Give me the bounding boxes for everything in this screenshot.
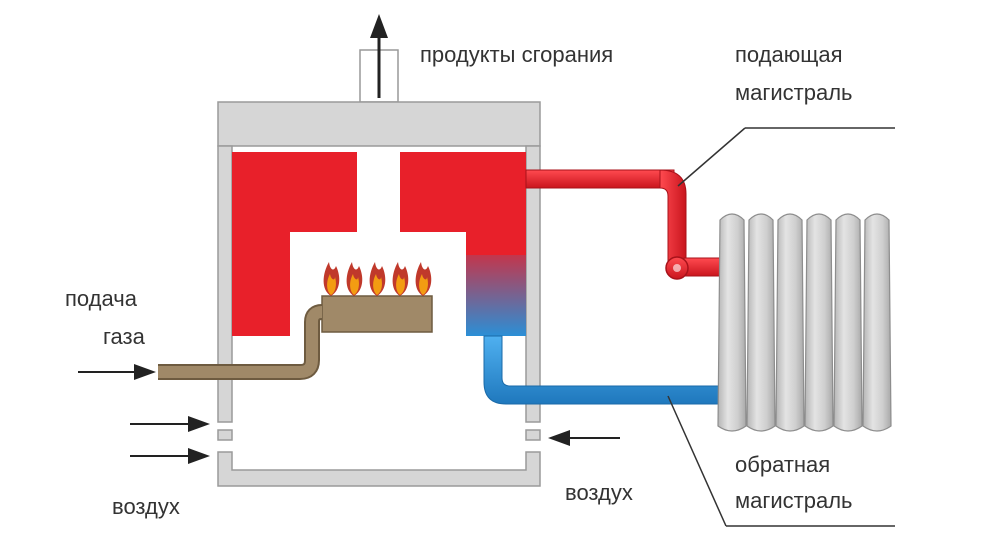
flame-icon xyxy=(392,262,409,296)
radiator-fin xyxy=(833,213,863,432)
burner xyxy=(321,295,433,333)
heat-exchanger xyxy=(232,152,526,336)
boiler-left-wall xyxy=(217,145,233,423)
gas-arrow-icon xyxy=(78,364,156,380)
leader-lines xyxy=(667,127,895,527)
radiator-fin xyxy=(746,213,776,432)
flue-outlet xyxy=(359,14,399,103)
flame-icon xyxy=(369,262,386,296)
flame-icon xyxy=(323,262,340,296)
return-pipe xyxy=(483,335,721,405)
air-arrow-left-top-icon xyxy=(130,416,210,432)
burner-assembly xyxy=(321,262,433,333)
radiator-fin xyxy=(804,213,834,432)
flame-icon xyxy=(415,262,432,296)
label-return-line-2: магистраль xyxy=(735,488,853,513)
label-supply-line-1: подающая xyxy=(735,42,843,67)
label-air-right: воздух xyxy=(565,480,633,505)
radiator-fin xyxy=(775,213,805,432)
label-combustion-products: продукты сгорания xyxy=(420,42,613,67)
air-slot-right xyxy=(525,429,541,441)
gas-pipe xyxy=(158,304,323,380)
flames xyxy=(323,262,432,296)
flame-icon xyxy=(346,262,363,296)
heat-exchanger-left xyxy=(232,152,357,336)
exhaust-arrow-icon xyxy=(370,14,388,98)
air-arrow-right-icon xyxy=(548,430,620,446)
radiator-fin xyxy=(862,213,892,432)
air-slot-left xyxy=(217,429,233,441)
return-leader xyxy=(667,395,727,527)
air-arrow-left-bottom-icon xyxy=(130,448,210,464)
radiator-fins xyxy=(717,213,892,432)
supply-pipe xyxy=(525,169,721,280)
supply-leader xyxy=(677,127,746,187)
boiler-top-cap xyxy=(217,101,541,147)
label-supply-line-2: магистраль xyxy=(735,80,853,105)
label-gas-supply-1: подача xyxy=(65,286,138,311)
label-air-left: воздух xyxy=(112,494,180,519)
radiator-fin xyxy=(717,213,747,432)
radiator xyxy=(717,213,892,432)
boiler-casing xyxy=(217,101,541,487)
boiler-bottom-tray xyxy=(217,451,541,487)
label-return-line-1: обратная xyxy=(735,452,830,477)
label-gas-supply-2: газа xyxy=(103,324,146,349)
